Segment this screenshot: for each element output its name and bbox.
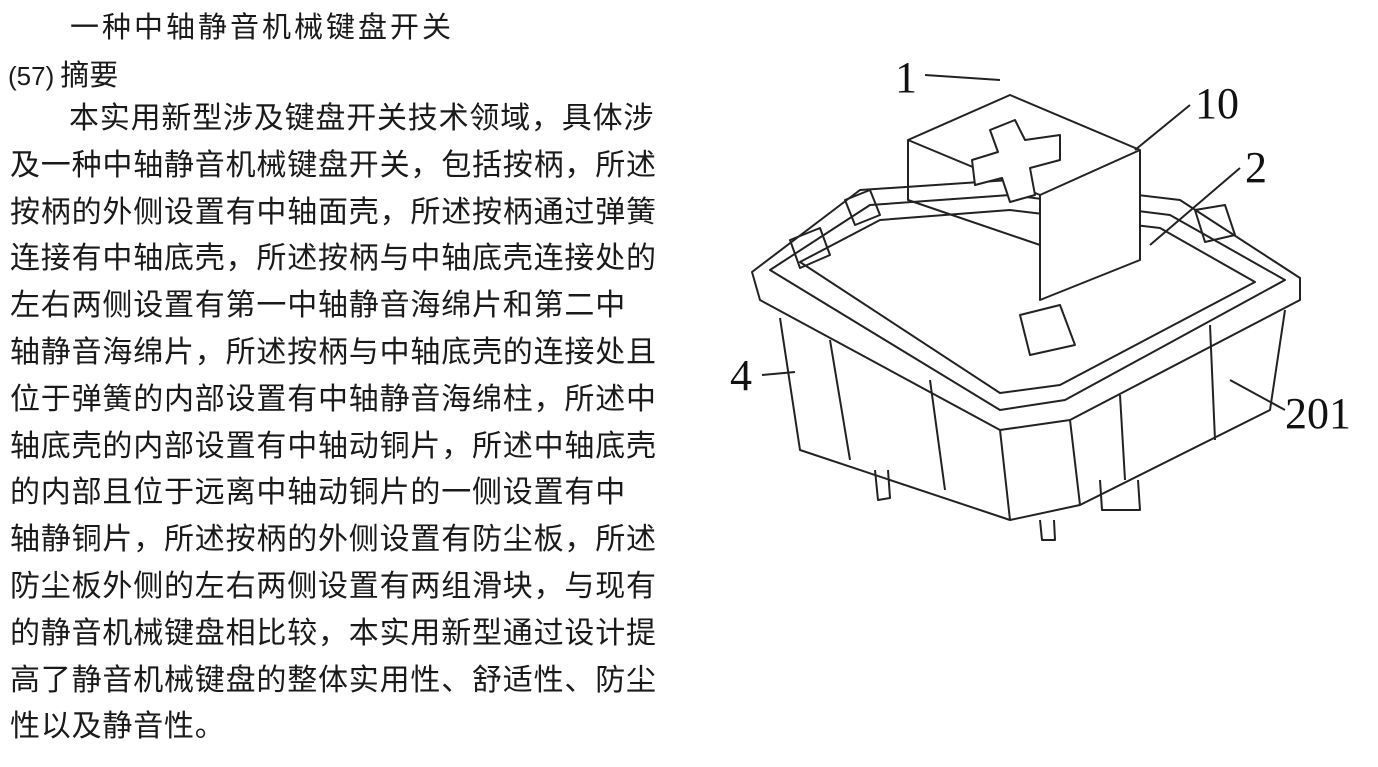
- abstract-line: 按柄的外侧设置有中轴面壳，所述按柄通过弹簧: [10, 194, 657, 230]
- callout-label: 2: [1245, 143, 1267, 192]
- switch-drawing: 1 10 2 4 201: [730, 53, 1351, 541]
- abstract-line: 性以及静音性。: [10, 709, 226, 745]
- abstract-line: 本实用新型涉及键盘开关技术领域，具体涉: [69, 101, 655, 136]
- patent-title: 一种中轴静音机械键盘开关: [70, 10, 455, 44]
- callout-label: 201: [1285, 389, 1351, 438]
- callout-label: 1: [895, 53, 917, 102]
- abstract-line: 及一种中轴静音机械键盘开关，包括按柄，所述: [10, 147, 657, 183]
- abstract-line: 的静音机械键盘相比较，本实用新型通过设计提: [10, 615, 657, 651]
- abstract-line: 轴静音海绵片，所述按柄与中轴底壳的连接处且: [10, 334, 657, 370]
- section-title: 摘要: [60, 58, 119, 92]
- callout-label: 4: [730, 351, 752, 400]
- abstract-body: 本实用新型涉及键盘开关技术领域，具体涉 及一种中轴静音机械键盘开关，包括按柄，所…: [10, 96, 680, 751]
- abstract-line: 连接有中轴底壳，所述按柄与中轴底壳连接处的: [10, 241, 657, 277]
- abstract-line: 左右两侧设置有第一中轴静音海绵片和第二中: [10, 288, 626, 324]
- abstract-line: 的内部且位于远离中轴动铜片的一侧设置有中: [10, 475, 626, 511]
- abstract-line: 轴底壳的内部设置有中轴动铜片，所述中轴底壳: [10, 428, 657, 464]
- callout-label: 10: [1195, 79, 1239, 128]
- abstract-heading: (57)摘要: [8, 52, 118, 94]
- abstract-line: 防尘板外侧的左右两侧设置有两组滑块，与现有: [10, 568, 657, 604]
- section-number: (57): [8, 61, 55, 91]
- abstract-line: 轴静铜片，所述按柄的外侧设置有防尘板，所述: [10, 522, 657, 558]
- abstract-line: 高了静音机械键盘的整体实用性、舒适性、防尘: [10, 662, 657, 698]
- abstract-line: 位于弹簧的内部设置有中轴静音海绵柱，所述中: [10, 381, 657, 417]
